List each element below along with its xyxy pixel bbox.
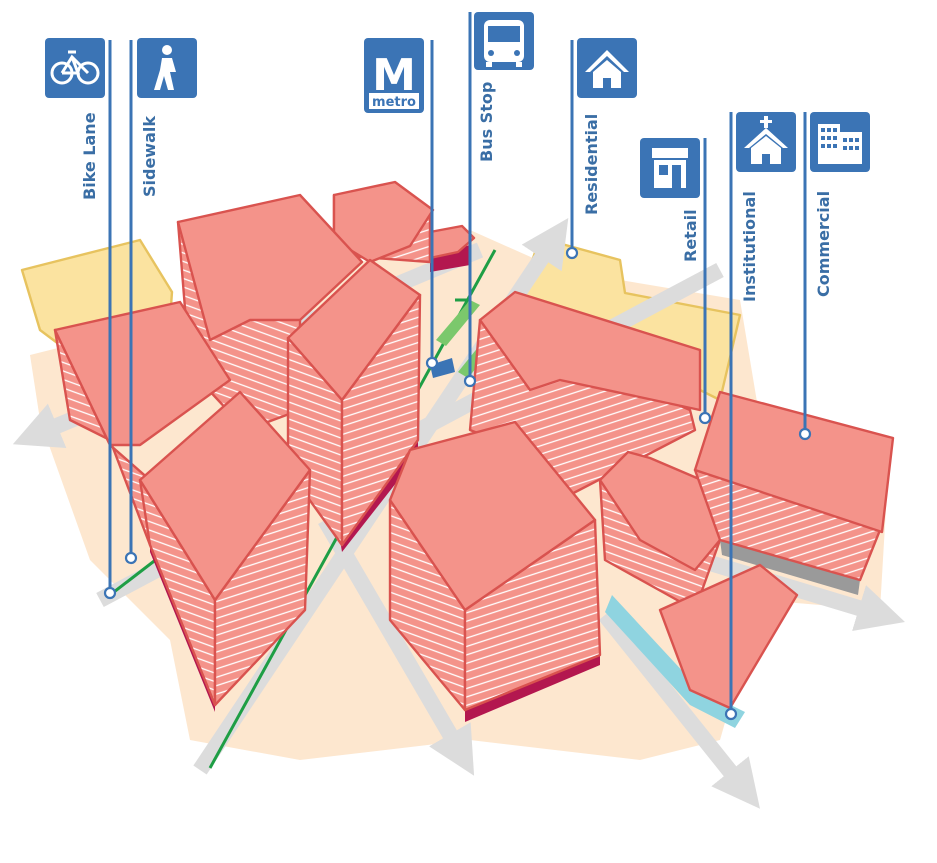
storefront-icon (652, 148, 688, 188)
commercial-callout: Commercial (798, 112, 870, 441)
church-icon (744, 116, 788, 164)
pedestrian-icon (154, 45, 176, 90)
house-icon (585, 50, 629, 88)
metro-label: metro (372, 95, 416, 110)
institutional-callout: Institutional (724, 112, 796, 721)
bus-icon (484, 20, 524, 67)
commercial-label: Commercial (814, 191, 833, 297)
building-back-center (332, 180, 476, 272)
metro-entrance (430, 358, 455, 378)
office-building-icon (818, 124, 862, 164)
building-retail-wedge (598, 450, 727, 612)
retail-label: Retail (681, 209, 700, 262)
residential-label: Residential (582, 114, 601, 215)
bike-lane-callout: Bike Lane (45, 38, 117, 600)
building-institutional (605, 563, 799, 728)
residential-callout: Residential (565, 38, 637, 260)
bus-stop-callout: Bus Stop (463, 12, 534, 388)
svg-text:M: M (372, 50, 416, 101)
metro-callout: M metro (364, 38, 439, 370)
bicycle-icon (50, 50, 100, 85)
metro-icon: M metro (369, 50, 419, 110)
sidewalk-label: Sidewalk (140, 116, 159, 197)
sidewalk-callout: Sidewalk (124, 38, 197, 565)
bike-lane-label: Bike Lane (80, 112, 99, 200)
institutional-label: Institutional (740, 191, 759, 302)
building-center-front (388, 420, 602, 722)
building-commercial (693, 390, 895, 595)
retail-callout: Retail (640, 138, 712, 425)
bus-stop-label: Bus Stop (477, 82, 496, 162)
building-left-front (53, 300, 312, 712)
building-center-tower (286, 258, 422, 552)
